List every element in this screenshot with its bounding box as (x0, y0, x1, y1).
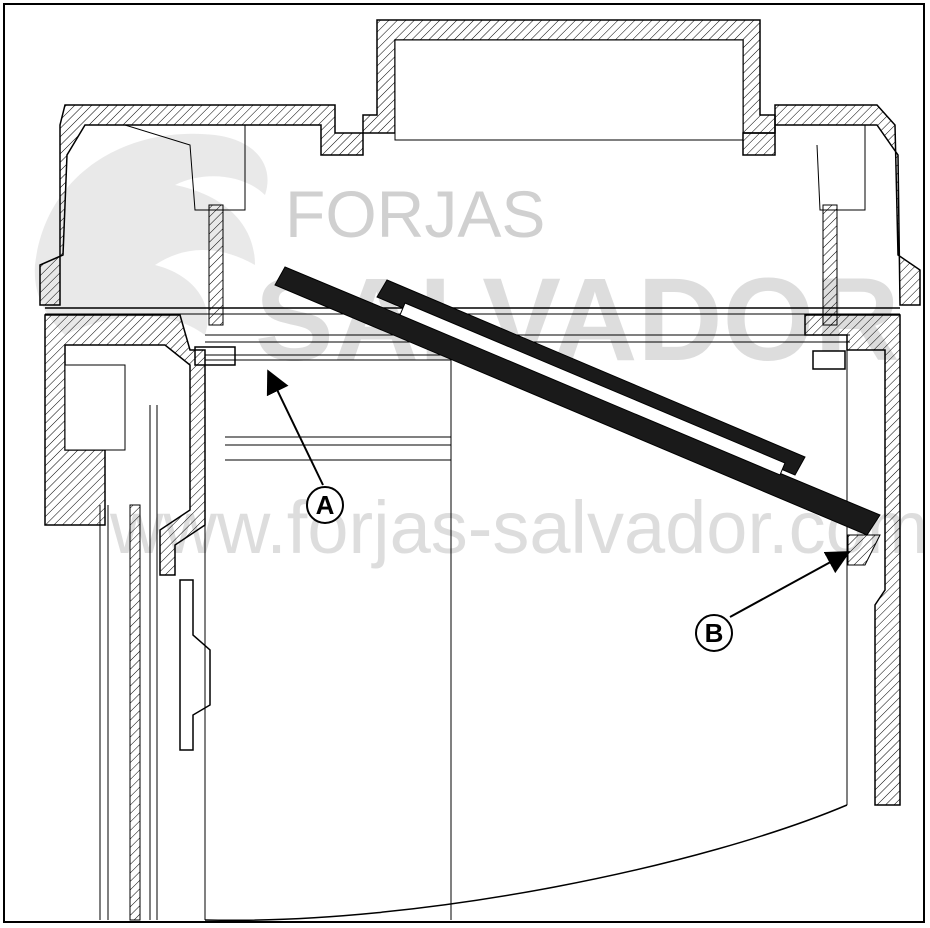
drawing-frame: FORJAS SALVADOR www.forjas-salvador.com (3, 3, 925, 923)
cross-section-drawing: FORJAS SALVADOR www.forjas-salvador.com (34, 19, 923, 921)
right-bolt (812, 204, 846, 370)
tilted-lid (274, 266, 881, 536)
callout-b-label: B (705, 618, 724, 648)
right-wall-section (804, 314, 901, 806)
callout-a-label: A (316, 490, 335, 520)
left-wall-section (44, 314, 452, 921)
top-duct (362, 19, 776, 141)
callout-b: B (695, 551, 851, 652)
watermark-brand-top: FORJAS (285, 177, 545, 251)
callout-a: A (266, 369, 344, 524)
callout-b-leader (729, 551, 851, 618)
callout-a-circle (306, 486, 344, 524)
callout-a-leader (266, 369, 324, 486)
callout-b-circle (695, 614, 733, 652)
cover-shell (39, 104, 921, 315)
bottom-edge (204, 804, 848, 921)
watermark-logo (34, 133, 268, 335)
